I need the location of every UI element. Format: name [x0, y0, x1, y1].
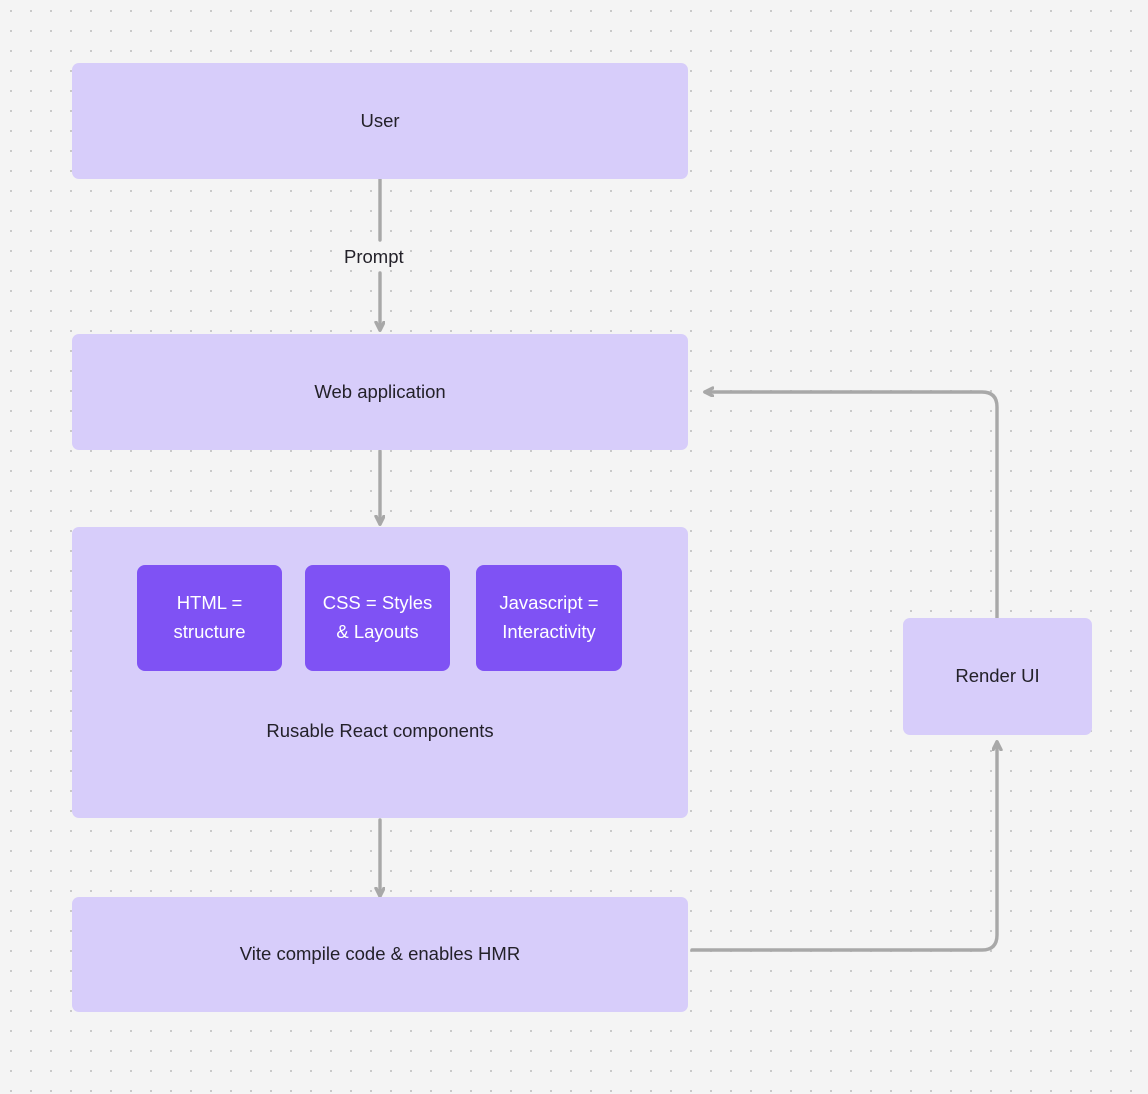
node-render-ui[interactable]: Render UI	[903, 618, 1092, 735]
edge-label-prompt: Prompt	[340, 246, 408, 268]
edge-vite-to-render-ui	[690, 742, 997, 952]
node-javascript-block-line2: Interactivity	[502, 621, 596, 642]
node-html-block[interactable]: HTML = structure	[137, 565, 282, 671]
node-user-label: User	[360, 109, 400, 131]
node-components-group[interactable]: HTML = structure CSS = Styles & Layouts …	[72, 527, 688, 818]
node-css-block-label: CSS = Styles & Layouts	[323, 589, 433, 646]
node-html-block-line2: structure	[173, 621, 246, 642]
node-render-ui-label: Render UI	[955, 665, 1040, 687]
node-html-block-label: HTML = structure	[174, 589, 246, 646]
node-css-block-line1: CSS = Styles	[322, 592, 433, 614]
node-html-block-line1: HTML =	[176, 592, 243, 614]
node-javascript-block-label: Javascript = Interactivity	[499, 589, 598, 646]
node-javascript-block-line1: Javascript =	[499, 592, 599, 614]
node-css-block[interactable]: CSS = Styles & Layouts	[305, 565, 450, 671]
node-user[interactable]: User	[72, 63, 688, 179]
node-web-application-label: Web application	[314, 380, 446, 402]
node-css-block-line2: & Layouts	[336, 621, 419, 642]
node-vite-label: Vite compile code & enables HMR	[239, 943, 521, 965]
node-vite[interactable]: Vite compile code & enables HMR	[72, 897, 688, 1012]
node-web-application[interactable]: Web application	[72, 334, 688, 450]
node-components-group-label: Rusable React components	[266, 720, 494, 741]
edge-render-ui-to-web-application	[705, 392, 999, 624]
node-javascript-block[interactable]: Javascript = Interactivity	[476, 565, 622, 671]
